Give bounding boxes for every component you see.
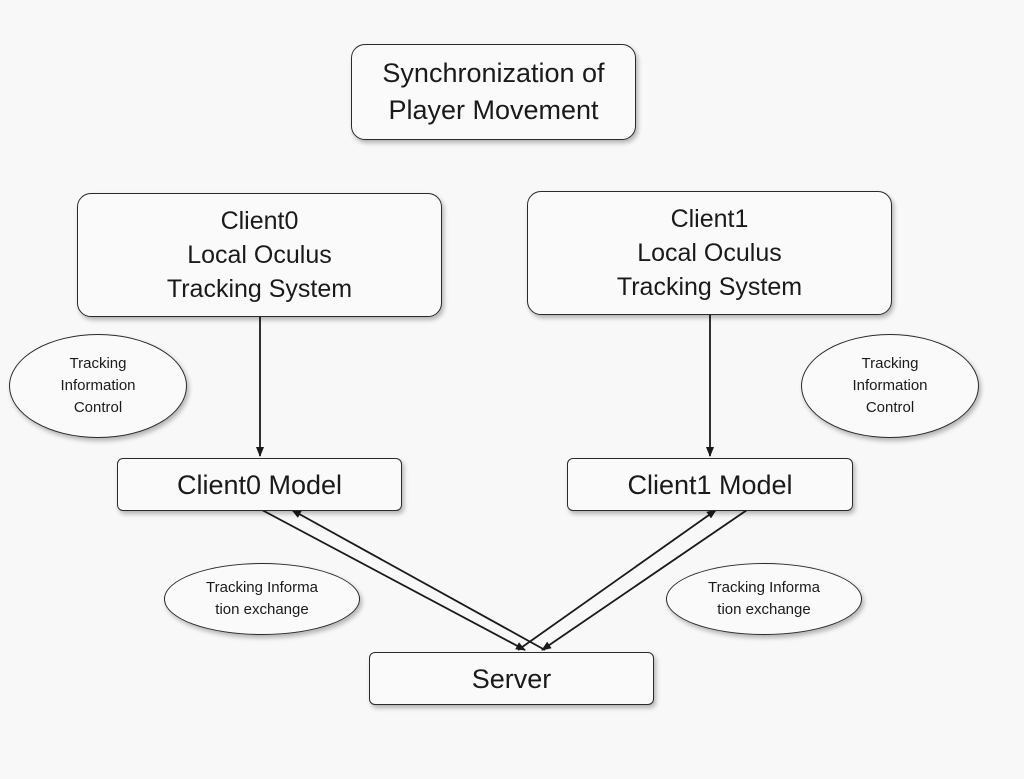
arrow-server-to-client1-model <box>517 509 717 651</box>
arrow-client1-model-to-server <box>541 509 748 651</box>
client1-model-box: Client1 Model <box>567 458 853 511</box>
client0-model-box: Client0 Model <box>117 458 402 511</box>
diagram-title-box: Synchronization of Player Movement <box>351 44 636 140</box>
arrow-server-to-client0-model <box>291 509 546 651</box>
right-tracking-information-exchange-ellipse: Tracking Informa tion exchange <box>666 563 862 635</box>
left-tracking-information-control-ellipse: Tracking Information Control <box>9 334 187 438</box>
right-tracking-information-control-ellipse: Tracking Information Control <box>801 334 979 438</box>
arrow-client0-model-to-server <box>261 509 526 651</box>
server-box: Server <box>369 652 654 705</box>
left-tracking-information-exchange-ellipse: Tracking Informa tion exchange <box>164 563 360 635</box>
client1-tracking-system-box: Client1 Local Oculus Tracking System <box>527 191 892 315</box>
client0-tracking-system-box: Client0 Local Oculus Tracking System <box>77 193 442 317</box>
